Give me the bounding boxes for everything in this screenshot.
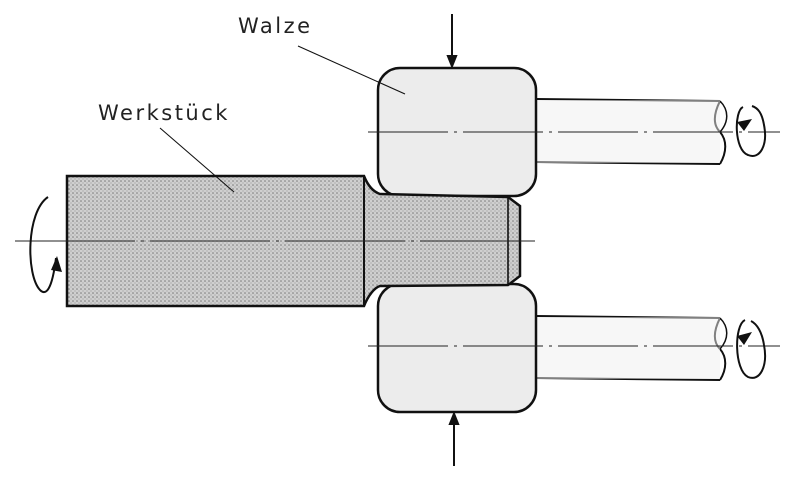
workpiece-label: Werkstück [98,101,230,125]
roll-leader-line [297,45,406,95]
lower-roll-rotation-icon [736,319,766,379]
roll-label: Walze [238,14,313,38]
lower-roll-shaft [535,315,728,381]
workpiece-leader-line [159,127,235,193]
centerlines [15,131,780,347]
workpiece-rotation-icon [29,196,62,294]
lower-roll [376,282,538,414]
upper-roll-rotation-icon [735,105,766,157]
